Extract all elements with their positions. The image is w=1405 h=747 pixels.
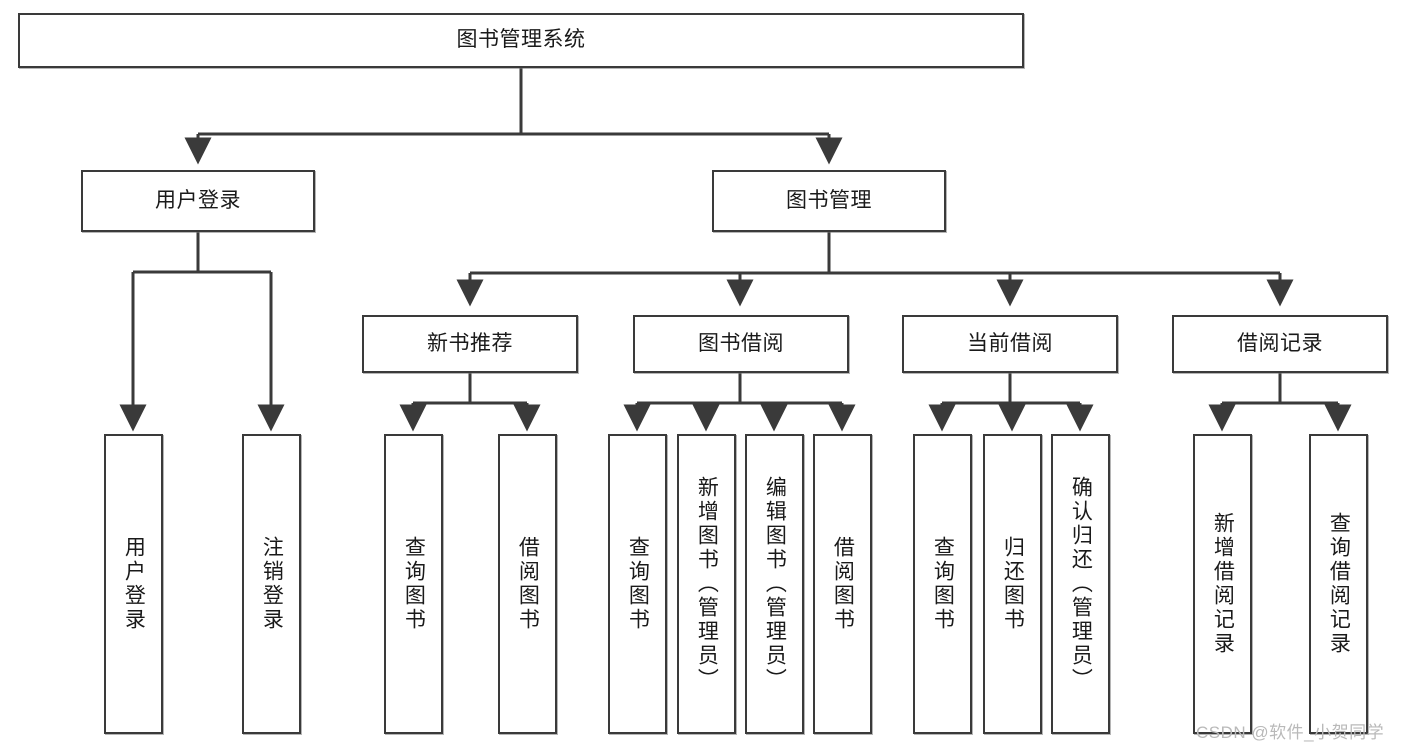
node-label: 新增图书（管理员）	[695, 476, 719, 692]
node-label: 图书管理系统	[456, 28, 586, 52]
node-root-system[interactable]: 图书管理系统	[18, 13, 1024, 68]
node-label: 借阅记录	[1237, 331, 1323, 355]
leaf-record-query-record[interactable]: 查询借阅记录	[1309, 434, 1368, 734]
node-label: 编辑图书（管理员）	[763, 476, 787, 692]
leaf-current-query-book[interactable]: 查询图书	[913, 434, 972, 734]
node-label: 借阅图书	[516, 536, 540, 632]
node-new-book-recommend[interactable]: 新书推荐	[362, 315, 578, 373]
leaf-borrow-query-book[interactable]: 查询图书	[608, 434, 667, 734]
node-borrow-record[interactable]: 借阅记录	[1172, 315, 1388, 373]
node-label: 用户登录	[122, 536, 146, 632]
node-book-borrow[interactable]: 图书借阅	[633, 315, 849, 373]
node-label: 查询图书	[931, 536, 955, 632]
node-label: 图书管理	[786, 188, 872, 212]
node-label: 图书借阅	[698, 331, 784, 355]
node-label: 新书推荐	[427, 331, 513, 355]
node-label: 查询图书	[402, 536, 426, 632]
node-label: 查询借阅记录	[1327, 512, 1351, 656]
leaf-record-add-record[interactable]: 新增借阅记录	[1193, 434, 1252, 734]
node-label: 查询图书	[626, 536, 650, 632]
node-user-login[interactable]: 用户登录	[81, 170, 315, 232]
node-label: 新增借阅记录	[1211, 512, 1235, 656]
leaf-borrow-edit-book-admin[interactable]: 编辑图书（管理员）	[745, 434, 804, 734]
leaf-user-login-signout[interactable]: 注销登录	[242, 434, 301, 734]
node-label: 注销登录	[260, 536, 284, 632]
node-label: 用户登录	[155, 188, 241, 212]
node-label: 当前借阅	[967, 331, 1053, 355]
leaf-recommend-borrow-book[interactable]: 借阅图书	[498, 434, 557, 734]
leaf-current-return-book[interactable]: 归还图书	[983, 434, 1042, 734]
node-label: 归还图书	[1001, 536, 1025, 632]
node-label: 确认归还（管理员）	[1069, 476, 1093, 692]
node-book-management[interactable]: 图书管理	[712, 170, 946, 232]
leaf-borrow-add-book-admin[interactable]: 新增图书（管理员）	[677, 434, 736, 734]
csdn-watermark: CSDN @软件_小贺同学	[1196, 723, 1385, 742]
node-current-borrow[interactable]: 当前借阅	[902, 315, 1118, 373]
leaf-user-login-signin[interactable]: 用户登录	[104, 434, 163, 734]
leaf-borrow-borrow-book[interactable]: 借阅图书	[813, 434, 872, 734]
leaf-current-confirm-return-admin[interactable]: 确认归还（管理员）	[1051, 434, 1110, 734]
node-label: 借阅图书	[831, 536, 855, 632]
leaf-recommend-query-book[interactable]: 查询图书	[384, 434, 443, 734]
